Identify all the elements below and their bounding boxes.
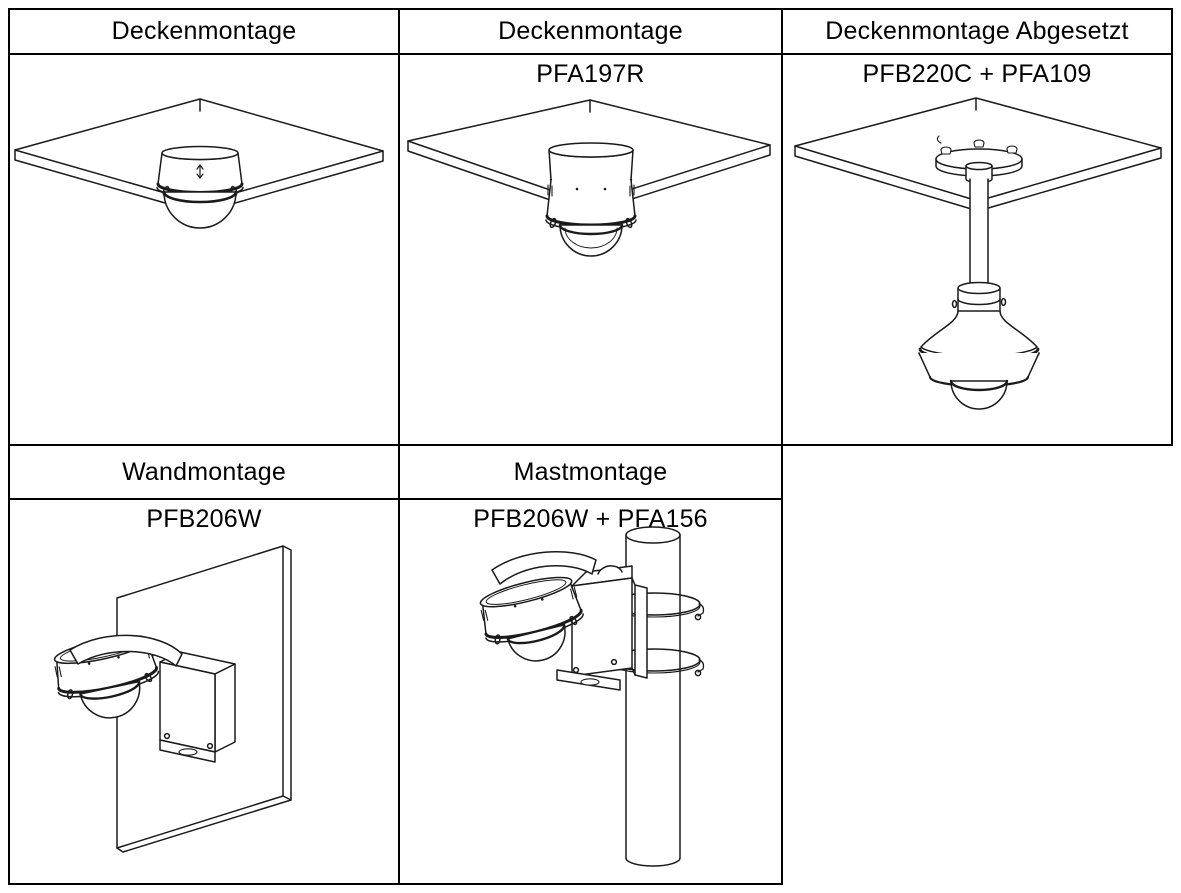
pole	[626, 527, 680, 866]
ceiling-mount-adapter-diagram	[400, 55, 781, 444]
header-label: Wandmontage	[122, 457, 286, 486]
cell-ceiling-mount-pfa197r: PFA197R	[400, 55, 783, 446]
dome-camera	[157, 147, 243, 229]
dome-camera	[50, 630, 166, 728]
ceiling-mount-diagram	[10, 55, 398, 444]
mount-plate	[936, 136, 1022, 183]
bracket-arm	[492, 552, 596, 584]
dome-camera	[919, 311, 1039, 409]
cell-ceiling-mount-basic	[8, 55, 400, 446]
dome-camera	[546, 143, 636, 256]
cell-pendant-mount: PFB220C + PFA109	[783, 55, 1173, 446]
wall-mount-diagram	[10, 500, 398, 883]
dome-camera	[475, 571, 591, 672]
header-label: Mastmontage	[513, 457, 668, 486]
mount-options-table: Deckenmontage Deckenmontage Deckenmontag…	[8, 8, 1173, 885]
bracket-box	[557, 566, 647, 690]
header-label: Deckenmontage	[498, 17, 683, 45]
pendant-pole	[970, 179, 988, 288]
header-deckenmontage-abgesetzt: Deckenmontage Abgesetzt	[783, 8, 1173, 55]
bracket-arm	[70, 635, 182, 666]
header-label: Deckenmontage	[111, 17, 297, 45]
cell-wall-mount-pfb206w: PFB206W	[8, 500, 400, 885]
cell-empty-row3	[783, 446, 1173, 500]
pendant-mount-diagram	[783, 55, 1171, 444]
header-label: Deckenmontage Abgesetzt	[825, 17, 1129, 45]
pole-mount-diagram	[400, 500, 781, 883]
cell-empty-row4	[783, 500, 1173, 885]
header-deckenmontage-2: Deckenmontage	[400, 8, 783, 55]
header-wandmontage: Wandmontage	[8, 446, 400, 500]
header-deckenmontage-1: Deckenmontage	[8, 8, 400, 55]
cell-pole-mount-pfa156: PFB206W + PFA156	[400, 500, 783, 885]
header-mastmontage: Mastmontage	[400, 446, 783, 500]
bracket-box	[160, 652, 235, 762]
